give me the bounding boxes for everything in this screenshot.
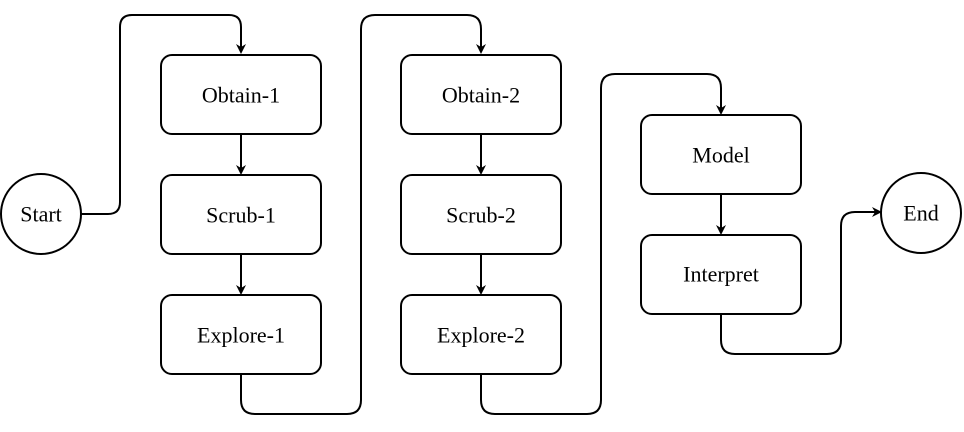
edge-interpret-to-end [720,207,882,355]
edge-start-to-obtain-1 [81,14,246,215]
edge-explore-2-to-model [480,73,726,415]
explore-2-node-label: Explore-2 [437,323,525,348]
explore-1-node: Explore-1 [160,294,322,375]
edge-explore-1-to-obtain-2 [240,14,486,415]
explore-1-node-label: Explore-1 [197,323,285,348]
end-node: End [880,172,962,254]
end-node-label: End [903,201,938,226]
model-node: Model [640,114,802,195]
obtain-1-node-label: Obtain-1 [202,83,280,108]
obtain-2-node: Obtain-2 [400,54,562,135]
start-node-label: Start [20,202,62,227]
interpret-node: Interpret [640,234,802,315]
obtain-2-node-label: Obtain-2 [442,83,520,108]
interpret-node-label: Interpret [683,262,759,287]
explore-2-node: Explore-2 [400,294,562,375]
model-node-label: Model [692,143,749,168]
obtain-1-node: Obtain-1 [160,54,322,135]
scrub-2-node-label: Scrub-2 [446,203,516,228]
scrub-1-node-label: Scrub-1 [206,203,276,228]
scrub-2-node: Scrub-2 [400,174,562,255]
start-node: Start [0,173,82,255]
scrub-1-node: Scrub-1 [160,174,322,255]
